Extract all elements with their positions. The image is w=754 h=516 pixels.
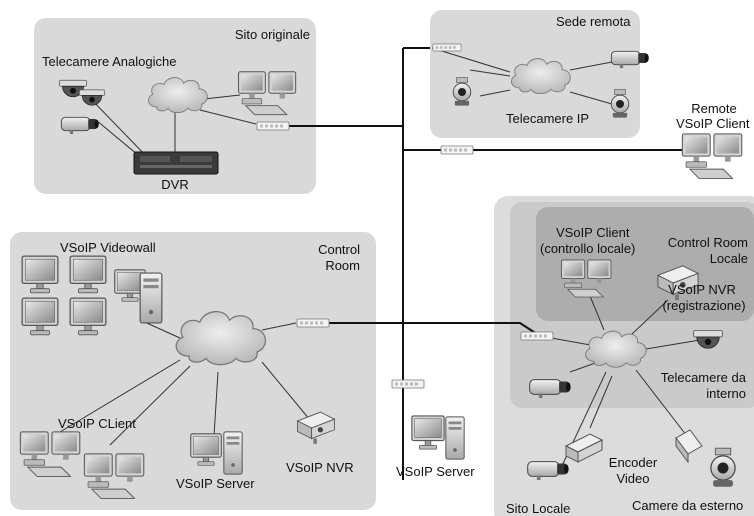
tower-icon bbox=[445, 416, 465, 460]
sito-locale-network bbox=[520, 259, 736, 488]
indoor-cameras-label-line2: interno bbox=[706, 386, 746, 401]
control-room-locale-line1: Control Room bbox=[667, 235, 748, 250]
switch-icon bbox=[256, 121, 290, 131]
switch-icon bbox=[520, 331, 554, 341]
indoor-cameras-label-line1: Telecamere da bbox=[660, 370, 746, 385]
ip-cameras-label: Telecamere IP bbox=[506, 111, 590, 126]
control-room-network bbox=[19, 255, 335, 499]
sito-originale-network bbox=[59, 71, 297, 175]
sede-remota-title: Sede remota bbox=[556, 14, 631, 29]
vsoip-nvr-label: VSoIP NVR bbox=[286, 460, 354, 475]
analog-cameras-label: Telecamere Analogiche bbox=[42, 54, 177, 69]
switch-icon bbox=[440, 145, 474, 155]
workstation-icon bbox=[681, 133, 743, 179]
encoder-label-line1: Encoder bbox=[608, 455, 658, 470]
remote-client-label-line2: VSoIP Client bbox=[676, 116, 750, 131]
encoder-icon bbox=[675, 429, 703, 464]
remote-client-label-line1: Remote bbox=[691, 101, 737, 116]
outdoor-cameras-label: Camere da esterno bbox=[632, 498, 744, 513]
sito-originale-title: Sito originale bbox=[234, 27, 310, 42]
switch-icon bbox=[432, 43, 462, 52]
encoder-icon bbox=[564, 433, 604, 463]
sito-locale-title: Sito Locale bbox=[506, 501, 571, 516]
control-room-locale-line2: Locale bbox=[709, 251, 748, 266]
local-client-label-line1: VSoIP Client bbox=[556, 225, 630, 240]
control-room-title-line2: Room bbox=[325, 258, 360, 273]
sede-remota-network bbox=[431, 43, 650, 119]
central-server-label: VSoIP Server bbox=[396, 464, 475, 479]
dvr-label: DVR bbox=[161, 177, 189, 192]
vsoip-server-label: VSoIP Server bbox=[176, 476, 255, 491]
videowall-label: VSoIP Videowall bbox=[60, 240, 156, 255]
encoder-label-line2: Video bbox=[616, 471, 650, 486]
remote-client-network bbox=[440, 133, 743, 179]
vsoip-client-label: VSoIP CLient bbox=[58, 416, 136, 431]
local-nvr-label-line2: (registrazione) bbox=[662, 298, 746, 313]
switch-icon bbox=[391, 379, 425, 389]
dvr-icon bbox=[133, 151, 219, 175]
monitor-icon bbox=[411, 415, 445, 450]
switch-icon bbox=[296, 318, 330, 328]
local-nvr-label-line1: VSoIP NVR bbox=[668, 282, 736, 297]
control-room-title-line1: Control bbox=[318, 242, 360, 257]
local-client-label-line2: (controllo locale) bbox=[540, 241, 636, 256]
